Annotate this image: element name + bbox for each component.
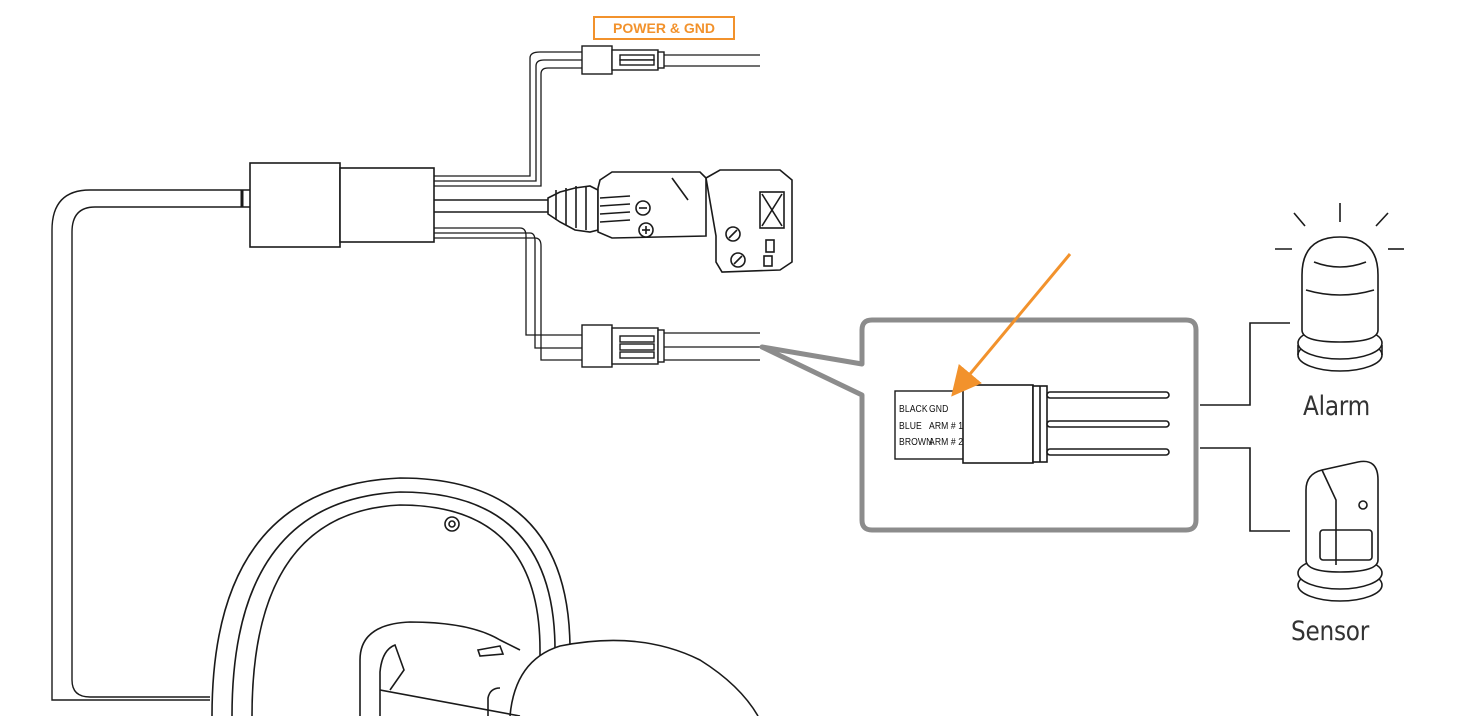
main-cable	[51, 189, 250, 701]
power-gnd-label: POWER & GND	[593, 16, 735, 40]
wire-color-brown: BROWN	[899, 436, 933, 448]
device-lines	[1200, 322, 1290, 532]
wire-signal-gnd: GND	[929, 403, 949, 415]
cable-junction	[249, 162, 435, 248]
wire-color-blue: BLUE	[899, 420, 922, 432]
wire-color-black: BLACK	[899, 403, 928, 415]
alarm-label: Alarm	[1303, 391, 1371, 422]
sensor-label: Sensor	[1291, 616, 1370, 647]
wire-signal-arm1: ARM # 1	[929, 420, 964, 432]
camera-body-icon	[211, 477, 759, 716]
alarm-connector	[581, 324, 665, 368]
alarm-wire	[434, 227, 582, 361]
pir-sensor-icon	[1297, 460, 1383, 602]
callout-connector	[962, 384, 1048, 464]
alarm-light-icon	[1275, 203, 1404, 372]
pointer-arrow	[951, 253, 1072, 397]
dc-cable	[434, 199, 550, 213]
terminal-block-icon	[547, 169, 793, 273]
power-wire	[434, 51, 582, 187]
callout-pins	[1046, 391, 1170, 456]
power-connector	[581, 45, 665, 75]
wire-signal-arm2: ARM # 2	[929, 436, 964, 448]
wire-table-box	[894, 390, 966, 460]
